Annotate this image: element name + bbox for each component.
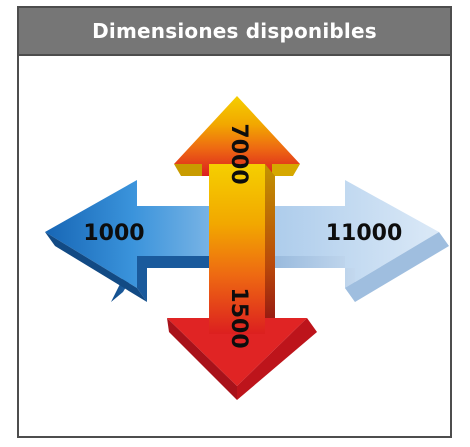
down-arrow-label: 1500 bbox=[226, 287, 251, 348]
card-header: Dimensiones disponibles bbox=[19, 8, 450, 56]
four-arrows-graphic: 1000 11000 7000 1500 bbox=[45, 96, 449, 400]
vertical-arrow bbox=[167, 96, 317, 400]
left-arrow bbox=[45, 180, 229, 302]
right-arrow-label: 11000 bbox=[326, 221, 403, 246]
dimensions-card: Dimensiones disponibles bbox=[17, 6, 452, 438]
dimensions-diagram: 1000 11000 7000 1500 bbox=[19, 56, 450, 436]
up-arrow-label: 7000 bbox=[226, 123, 251, 184]
left-arrow-label: 1000 bbox=[83, 221, 144, 246]
card-title: Dimensiones disponibles bbox=[92, 19, 377, 43]
right-arrow bbox=[255, 180, 449, 302]
